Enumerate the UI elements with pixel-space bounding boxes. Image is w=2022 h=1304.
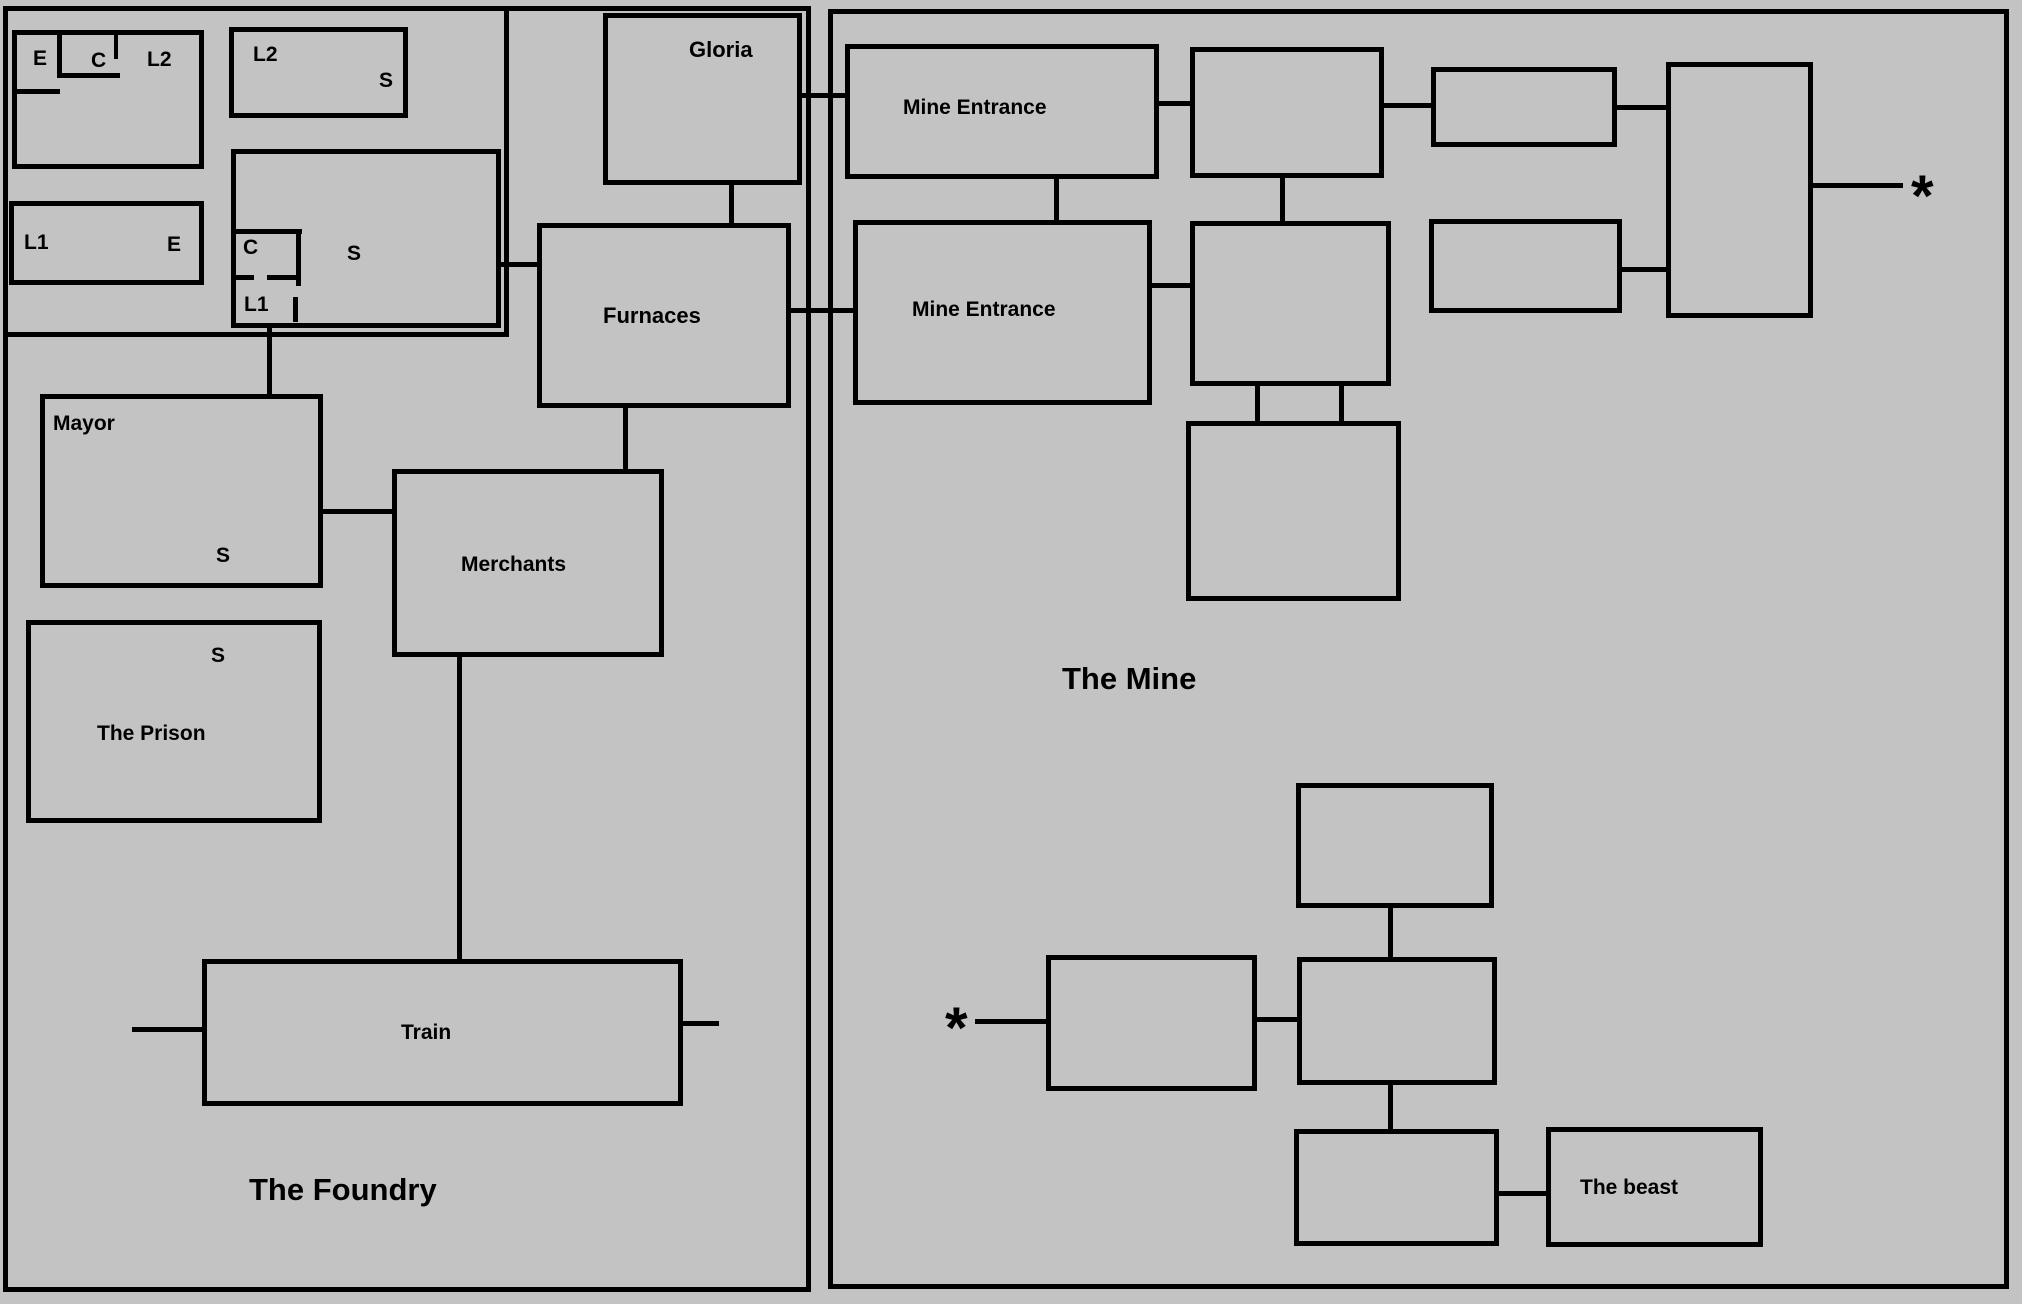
connector-chamber-b-c-right [1339, 381, 1344, 426]
room-label-mine-entrance: Mine Entrance [912, 298, 1056, 321]
room-marker-s: S [216, 544, 231, 567]
region-title-foundry: The Foundry [249, 1172, 437, 1207]
connector-entrance1-entrance2 [1054, 178, 1059, 221]
mine-chamber-i[interactable] [1297, 957, 1497, 1085]
room-marker-e: E [167, 233, 182, 256]
room-label-the-beast: The beast [1580, 1176, 1679, 1199]
room-mayor[interactable] [40, 394, 323, 588]
room-marker-l2: L2 [253, 43, 278, 66]
room-marker-s: S [379, 69, 394, 92]
connector-star-chamber-h [975, 1019, 1047, 1024]
mine-chamber-f[interactable] [1666, 62, 1813, 318]
room-marker-l2: L2 [147, 48, 172, 71]
connector-chamber-b-c-left [1255, 385, 1260, 422]
connector-furnaces-merchants [623, 407, 628, 470]
house-mid-left[interactable] [9, 201, 204, 285]
room-mine-entrance-2[interactable] [853, 220, 1152, 405]
connector-bighouse-furnaces [501, 262, 538, 267]
region-title-mine: The Mine [1062, 661, 1197, 696]
link-marker-lower[interactable]: * [945, 996, 968, 1061]
connector-entrance1-chamber-a [1158, 101, 1191, 106]
mine-chamber-h[interactable] [1046, 955, 1257, 1091]
connector-bighouse-mayor [267, 326, 272, 395]
room-mine-entrance-1[interactable] [845, 44, 1159, 179]
mine-chamber-e[interactable] [1429, 219, 1622, 313]
house-big[interactable] [231, 149, 501, 328]
connector-chamber-i-j [1388, 1084, 1393, 1130]
mine-chamber-j[interactable] [1294, 1129, 1499, 1246]
wall [267, 275, 296, 280]
connector-chamber-e-f [1621, 267, 1667, 272]
room-marker-l1: L1 [24, 231, 49, 254]
room-merchants[interactable] [392, 469, 664, 657]
link-marker-upper[interactable]: * [1911, 164, 1934, 229]
mine-chamber-g[interactable] [1296, 783, 1494, 908]
room-marker-e: E [33, 47, 48, 70]
connector-chamber-d-f [1616, 105, 1667, 110]
wall [234, 275, 254, 280]
connector-chamber-h-i [1256, 1017, 1298, 1022]
wall [57, 33, 62, 78]
mine-chamber-c[interactable] [1186, 421, 1401, 601]
room-marker-s: S [347, 242, 362, 265]
connector-chamber-a-b [1280, 177, 1285, 222]
room-label-prison: The Prison [97, 722, 206, 745]
mine-chamber-b[interactable] [1190, 221, 1391, 386]
room-marker-s: S [211, 644, 226, 667]
wall [296, 229, 301, 286]
connector-chamber-a-d [1383, 103, 1432, 108]
room-label-merchants: Merchants [461, 553, 567, 576]
wall [234, 229, 302, 234]
room-label-mayor: Mayor [53, 412, 115, 435]
wall [57, 73, 120, 78]
room-furnaces[interactable] [537, 223, 791, 408]
connector-entrance2-chamber-b [1151, 283, 1191, 288]
room-marker-l1: L1 [244, 293, 269, 316]
connector-gloria-furnaces [729, 184, 734, 224]
wall [293, 297, 298, 322]
room-label-furnaces: Furnaces [603, 303, 701, 328]
connector-furnaces-mine [790, 308, 856, 313]
room-the-beast[interactable] [1546, 1127, 1763, 1247]
connector-chamber-j-beast [1498, 1191, 1547, 1196]
room-marker-c: C [91, 49, 107, 72]
connector-chamber-f-star [1812, 183, 1903, 188]
connector-merchants-train [457, 656, 462, 960]
room-train[interactable] [202, 959, 683, 1106]
house-top-left[interactable] [12, 30, 204, 169]
connector-mayor-merchants [322, 509, 393, 514]
train-track-right [682, 1021, 719, 1026]
room-gloria[interactable] [603, 13, 802, 185]
mine-chamber-a[interactable] [1190, 47, 1384, 178]
train-track-left [132, 1027, 203, 1032]
mine-region-frame [828, 9, 2009, 1289]
mine-chamber-d[interactable] [1431, 67, 1617, 147]
room-label-mine-entrance: Mine Entrance [903, 96, 1047, 119]
room-prison[interactable] [26, 620, 322, 823]
wall [15, 89, 60, 94]
room-label-train: Train [401, 1021, 452, 1044]
connector-gloria-mine [801, 93, 848, 98]
connector-chamber-g-i [1388, 907, 1393, 958]
room-label-gloria: Gloria [689, 37, 753, 62]
house-top-mid[interactable] [229, 27, 408, 118]
room-marker-c: C [243, 236, 259, 259]
residential-block-frame [3, 6, 509, 337]
wall [114, 33, 118, 59]
